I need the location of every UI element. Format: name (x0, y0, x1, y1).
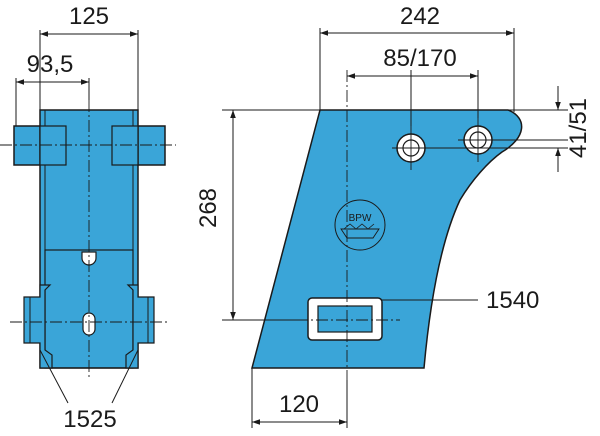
dim-height: 268 (195, 188, 222, 228)
dim-side-offset: 93,5 (27, 51, 74, 78)
front-view-slot-inner (317, 305, 373, 333)
dim-hole-vertical: 41/51 (565, 98, 592, 158)
bpw-logo-letters: BPW (349, 213, 372, 224)
front-view: BPW 242 85/170 41/51 268 1540 (195, 3, 592, 428)
label-side-part: 1525 (63, 406, 116, 433)
label-slot: 1540 (486, 287, 539, 314)
side-view-block-left (39, 125, 67, 166)
dim-front-total-width: 242 (400, 3, 440, 30)
side-view: 125 93,5 1525 (0, 3, 176, 433)
dim-hole-spacing: 85/170 (383, 45, 456, 72)
side-view-clamp-right (125, 284, 155, 369)
side-view-block-right (111, 125, 139, 166)
dim-side-total-width: 125 (69, 3, 109, 30)
dim-bottom-width: 120 (279, 391, 319, 418)
side-view-clamp-left (23, 284, 53, 369)
side-view-upper-hole (81, 251, 97, 266)
bpw-logo: BPW (334, 199, 386, 251)
